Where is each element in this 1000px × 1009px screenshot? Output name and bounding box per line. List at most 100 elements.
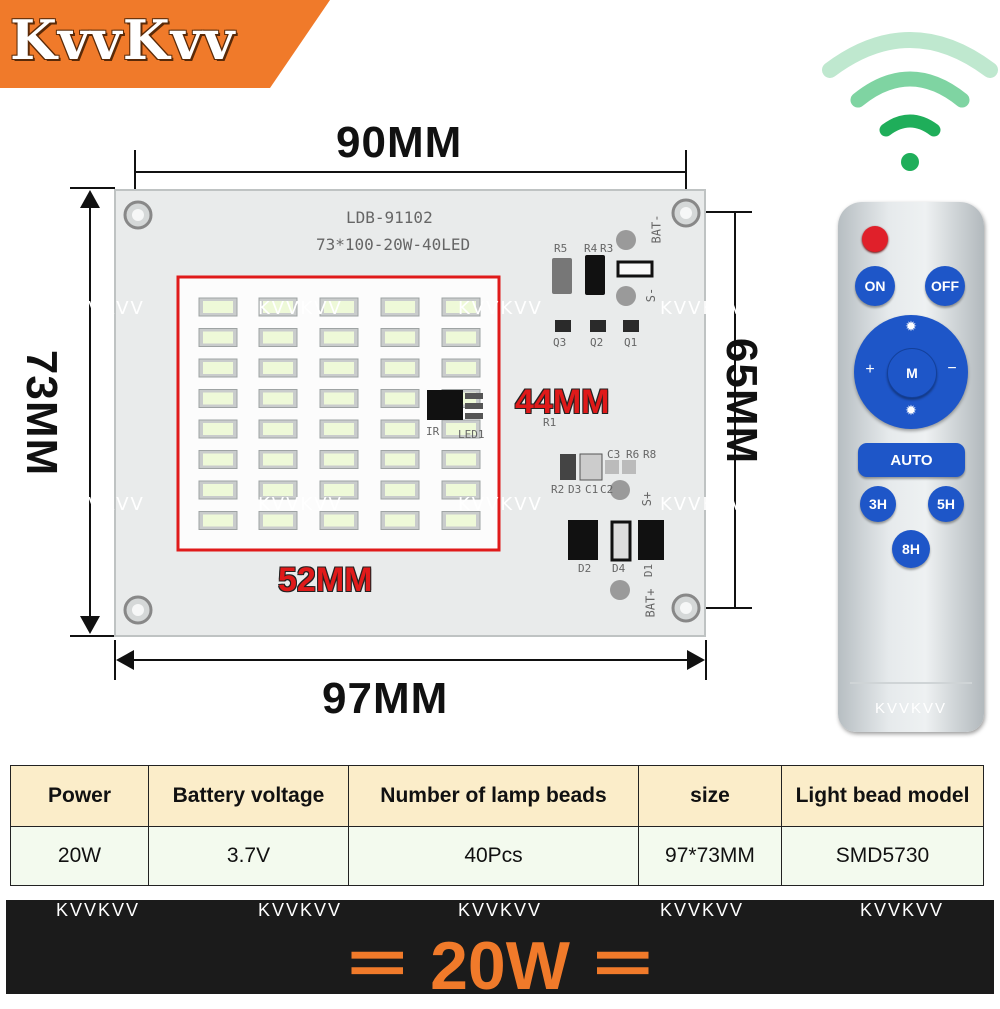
spec-value-size: 97*73MM [638, 826, 782, 886]
timer-5h-button[interactable]: 5H [928, 486, 964, 522]
wifi-signal-icon [822, 32, 998, 171]
pcb-label-r2: R2 [551, 483, 565, 496]
dimension-left-height: 73MM [17, 349, 67, 477]
led-bead-phosphor [203, 423, 233, 435]
watermark: KVVKVV [458, 900, 543, 920]
pcb-label-s-plus: S+ [640, 491, 655, 507]
watermark: KVVKVV [60, 494, 145, 515]
pcb-label-d2: D2 [578, 562, 592, 575]
led-bead-phosphor [324, 484, 354, 496]
remote-power-led [862, 226, 888, 252]
spec-value-battery-voltage: 3.7V [148, 826, 349, 886]
dimension-bottom-width: 97MM [322, 674, 449, 723]
led-bead-phosphor [203, 362, 233, 374]
pcb-label-d1: D1 [642, 563, 656, 578]
on-button[interactable]: ON [855, 266, 895, 306]
dimension-right-height: 65MM [717, 337, 767, 465]
led-bead-phosphor [203, 484, 233, 496]
watermark: KVVKVV [660, 298, 745, 319]
pcb-label-r3: R3 [600, 242, 614, 255]
pcb-label-c3: C3 [607, 448, 621, 461]
watermark: KVVKVV [660, 900, 745, 920]
led-bead-phosphor [263, 514, 293, 527]
led-bead-phosphor [385, 453, 415, 466]
dimension-led-height: 44MM [515, 383, 610, 421]
led-bead-phosphor [385, 484, 415, 496]
led-grid [198, 297, 481, 530]
brand-logo: KvvKvv [10, 8, 236, 72]
pcb-label-ir: IR [426, 425, 440, 438]
pcb-label-q3: Q3 [553, 336, 567, 349]
mode-button[interactable]: M [887, 348, 937, 398]
watermark: KVVKVV [660, 494, 745, 515]
led-bead-phosphor [263, 301, 293, 313]
led-bead-phosphor [385, 392, 415, 405]
pcb-label-r4: R4 [584, 242, 598, 255]
led-bead-phosphor [385, 301, 415, 313]
led-bead-phosphor [324, 392, 354, 405]
remote-divider [850, 682, 972, 684]
led-bead-phosphor [263, 453, 293, 466]
pcb-label-bat-minus: BAT- [649, 214, 664, 244]
watermark: KVVKVV [458, 494, 543, 515]
power-banner: KVVKVV KVVKVV KVVKVV KVVKVV KVVKVV ＝ 20W… [6, 900, 994, 1004]
timer-8h-button[interactable]: 8H [892, 530, 930, 568]
spec-value-lamp-beads: 40Pcs [348, 826, 639, 886]
brightness-down-icon[interactable]: ✹ [905, 402, 917, 418]
watermark: KVVKVV [860, 900, 945, 920]
led-bead-phosphor [203, 301, 233, 313]
plus-button[interactable]: + [865, 361, 875, 378]
led-bead-phosphor [385, 423, 415, 435]
ir-receiver [427, 390, 463, 420]
pcb-label-d4: D4 [612, 562, 626, 575]
led-bead-phosphor [203, 392, 233, 405]
led-bead-phosphor [324, 362, 354, 374]
pcb-spec-line: 73*100-20W-40LED [316, 235, 471, 254]
dimension-top-width: 90MM [336, 118, 463, 167]
pcb-label-r6: R6 [626, 448, 640, 461]
pcb-diagram [70, 150, 752, 680]
brand-banner [0, 0, 330, 88]
pcb-model: LDB-91102 [346, 208, 433, 227]
spec-header-size: size [638, 765, 782, 827]
watermark: KVVKVV [458, 298, 543, 319]
watermark: KVVKVV [60, 298, 145, 319]
led-bead-phosphor [324, 514, 354, 527]
spec-header-lamp-beads: Number of lamp beads [348, 765, 639, 827]
pcb-label-q2: Q2 [590, 336, 604, 349]
led-bead-phosphor [324, 301, 354, 313]
led-bead-phosphor [385, 331, 415, 344]
spec-table: Power Battery voltage Number of lamp bea… [10, 765, 984, 886]
spec-table-header-row: Power Battery voltage Number of lamp bea… [10, 765, 984, 827]
auto-button[interactable]: AUTO [858, 443, 965, 477]
led-bead-phosphor [446, 362, 476, 374]
pcb-label-c2: C2 [600, 483, 614, 496]
led-bead-phosphor [446, 453, 476, 466]
timer-3h-button[interactable]: 3H [860, 486, 896, 522]
pcb-label-q1: Q1 [624, 336, 638, 349]
spec-header-power: Power [10, 765, 149, 827]
pcb-label-r1: R1 [543, 416, 557, 429]
spec-header-bead-model: Light bead model [781, 765, 984, 827]
led-bead-phosphor [203, 331, 233, 344]
led-bead-phosphor [203, 453, 233, 466]
led-bead-phosphor [324, 423, 354, 435]
pcb-label-bat-plus: BAT+ [643, 588, 658, 618]
off-button[interactable]: OFF [925, 266, 965, 306]
spec-header-battery-voltage: Battery voltage [148, 765, 349, 827]
watermark: KVVKVV [56, 900, 141, 920]
dimension-led-width: 52MM [278, 561, 373, 599]
pcb-label-d3: D3 [568, 483, 582, 496]
pcb-label-led1: LED1 [458, 428, 485, 441]
led-bead-phosphor [446, 484, 476, 496]
led-bead-phosphor [446, 331, 476, 344]
minus-button[interactable]: − [947, 360, 957, 377]
led-bead-phosphor [385, 514, 415, 527]
power-banner-text: ＝ 20W ＝ [343, 928, 657, 1004]
pcb-label-s-minus: S- [644, 287, 659, 303]
pcb-label-r8: R8 [643, 448, 657, 461]
led-bead-phosphor [324, 453, 354, 466]
spec-value-power: 20W [10, 826, 149, 886]
brightness-up-icon[interactable]: ✹ [905, 318, 917, 334]
led-bead-phosphor [446, 423, 476, 435]
